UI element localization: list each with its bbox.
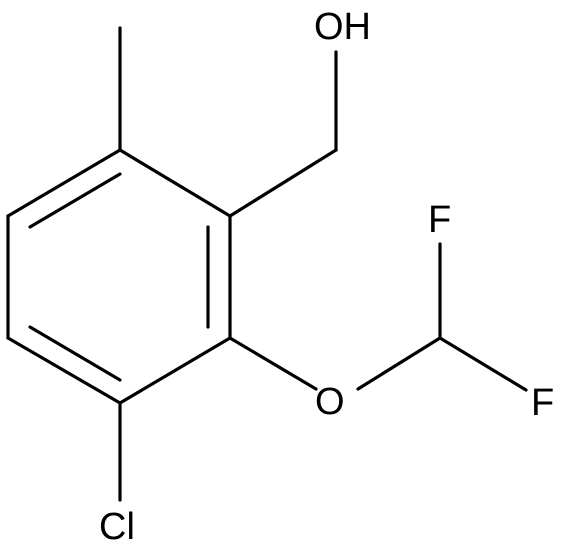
hydroxyl-label: OH	[314, 6, 371, 48]
bond-ring-bottom-left-inner	[28, 325, 122, 382]
bond-ether-o-to-chf2	[356, 336, 442, 391]
bond-ring-bottom-left	[6, 336, 122, 405]
bond-ring-top-left	[6, 148, 122, 218]
bond-ring-to-ch2	[228, 148, 338, 218]
fluorine-right-label: F	[531, 382, 554, 424]
bond-ring-top-left-inner	[28, 172, 122, 229]
bond-chf2-to-f-right	[438, 336, 528, 392]
ether-oxygen-label: O	[315, 381, 345, 423]
bond-ring-to-ether-o	[228, 336, 318, 391]
bond-ring-top-right	[118, 148, 232, 218]
fluorine-top-label: F	[428, 199, 451, 241]
chlorine-label: Cl	[99, 506, 135, 548]
bond-ring-bottom-right	[118, 336, 232, 405]
